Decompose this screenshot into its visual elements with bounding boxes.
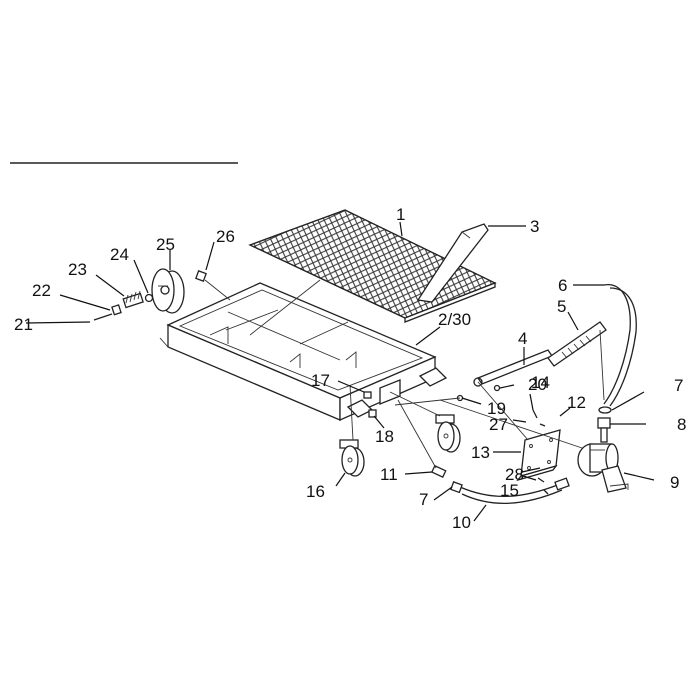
caster-right bbox=[435, 414, 461, 453]
part-2-30-drain-pan bbox=[159, 282, 448, 421]
part-14-27-bolts bbox=[532, 409, 546, 427]
callout-9: 9 bbox=[670, 473, 679, 492]
callout-6: 6 bbox=[558, 276, 567, 295]
part-20-fitting bbox=[493, 384, 501, 392]
part-7-clamp-lower bbox=[450, 481, 463, 494]
part-13-mount-plate bbox=[516, 429, 561, 482]
part-17-bolt bbox=[363, 391, 372, 399]
callout-17: 17 bbox=[311, 371, 330, 390]
callout-7-lower: 7 bbox=[419, 490, 428, 509]
callout-13: 13 bbox=[471, 443, 490, 462]
part-10-lower-hose bbox=[459, 477, 570, 505]
part-24-washer bbox=[144, 293, 154, 303]
callout-20: 20 bbox=[528, 375, 547, 394]
callout-5: 5 bbox=[557, 297, 566, 316]
part-9-pump bbox=[577, 443, 629, 493]
callout-19: 19 bbox=[487, 399, 506, 418]
assembly-guidelines bbox=[204, 279, 605, 469]
part-3-guard bbox=[416, 223, 489, 303]
callout-28: 28 bbox=[505, 465, 524, 484]
callout-3: 3 bbox=[530, 217, 539, 236]
callout-24: 24 bbox=[110, 245, 129, 264]
callout-25: 25 bbox=[156, 235, 175, 254]
callout-11: 11 bbox=[380, 465, 398, 484]
callout-14: 14 bbox=[531, 373, 550, 392]
part-7-clamp-upper bbox=[598, 406, 612, 414]
part-18-nut bbox=[368, 409, 377, 418]
callout-12: 12 bbox=[567, 393, 586, 412]
callout-10: 10 bbox=[452, 513, 471, 532]
part-6-hose bbox=[603, 284, 637, 407]
callout-23: 23 bbox=[68, 260, 87, 279]
part-5-hose-fitting bbox=[547, 321, 607, 367]
part-25-wheel bbox=[151, 268, 185, 314]
callout-22: 22 bbox=[32, 281, 51, 300]
part-26-nut bbox=[195, 270, 207, 282]
callout-1: 1 bbox=[396, 205, 405, 224]
callout-18: 18 bbox=[375, 427, 394, 446]
part-15-28-nuts bbox=[537, 477, 549, 495]
callout-21: 21 bbox=[14, 315, 33, 334]
callout-15: 15 bbox=[500, 481, 519, 500]
callout-7-upper: 7 bbox=[674, 376, 683, 395]
callout-16: 16 bbox=[306, 482, 325, 501]
callout-26: 26 bbox=[216, 227, 235, 246]
part-22-collar bbox=[111, 304, 122, 316]
callout-8: 8 bbox=[677, 415, 686, 434]
part-8-fitting bbox=[597, 417, 611, 443]
callout-2-30: 2/30 bbox=[438, 310, 471, 329]
part-16-caster-left bbox=[339, 439, 365, 477]
callout-27: 27 bbox=[489, 415, 508, 434]
callout-4: 4 bbox=[518, 329, 527, 348]
callout-leaders bbox=[25, 221, 655, 522]
part-21-pin bbox=[93, 313, 113, 321]
part-23-spring bbox=[122, 290, 144, 309]
part-11-fitting bbox=[431, 464, 447, 479]
